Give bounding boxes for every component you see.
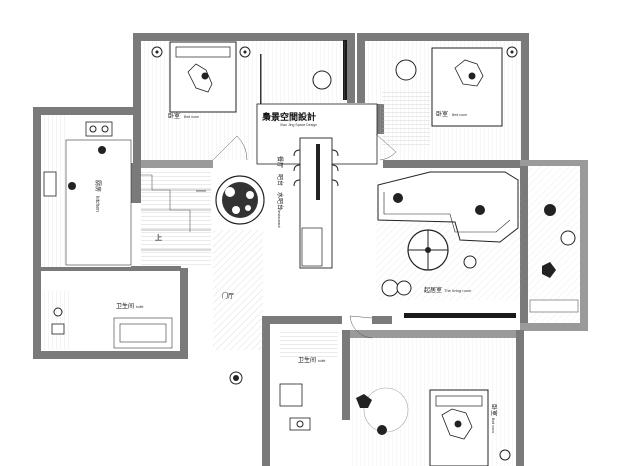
toilet-2: 卫生间 toilet xyxy=(270,324,342,466)
kitchen-label: 厨房 xyxy=(94,180,102,192)
bedroom-3-en-label: Bed room xyxy=(491,418,495,433)
toilet-1: 卫生间 toilet xyxy=(41,271,180,351)
toilet-2-label: 卫生间 xyxy=(298,356,316,364)
kitchen: 厨房 kitchen xyxy=(41,115,132,267)
dining-label: 餐厅 xyxy=(276,156,284,168)
bedroom-top-right: 卧室 Bed room xyxy=(365,41,521,160)
person-figure-icon xyxy=(229,371,243,385)
dining-table: 餐厅 吧台 水吧台 Restaurant xyxy=(276,137,339,269)
stair: 上 xyxy=(140,172,211,266)
bedroom-1-label: 卧室 xyxy=(168,112,180,120)
bedroom-1-en-label: Bed room xyxy=(184,115,199,119)
living-en-label: The living room xyxy=(444,288,472,293)
toilet-2-en-label: toilet xyxy=(318,359,325,363)
balcony xyxy=(528,166,580,323)
brand-title: 梟景空間設計 xyxy=(261,111,316,123)
foyer-hatch xyxy=(213,230,263,350)
brand-subtitle: Xiao Jing Space Design xyxy=(280,123,317,127)
living-label: 起居室 xyxy=(424,286,442,294)
living-room: 起居室 The living room xyxy=(376,171,521,300)
bedroom-bottom-right: 卧室 Bed room xyxy=(350,338,516,466)
toilet-1-label: 卫生间 xyxy=(116,302,134,310)
bedroom-2-label: 卧室 xyxy=(436,110,448,118)
door-swings xyxy=(212,133,397,339)
stair-label: 上 xyxy=(155,233,162,242)
kitchen-en-label: kitchen xyxy=(94,196,100,212)
toilet-1-en-label: toilet xyxy=(136,305,143,309)
bedroom-2-en-label: Bed room xyxy=(452,113,467,117)
bar-label: 吧台 xyxy=(276,174,284,186)
dining-en-label: Restaurant xyxy=(277,208,282,228)
tree-icon xyxy=(215,175,265,225)
water-bar-label: 水吧台 xyxy=(276,192,284,210)
bedroom-3-label: 卧室 xyxy=(490,404,498,416)
foyer-label: 门厅 xyxy=(222,292,234,300)
